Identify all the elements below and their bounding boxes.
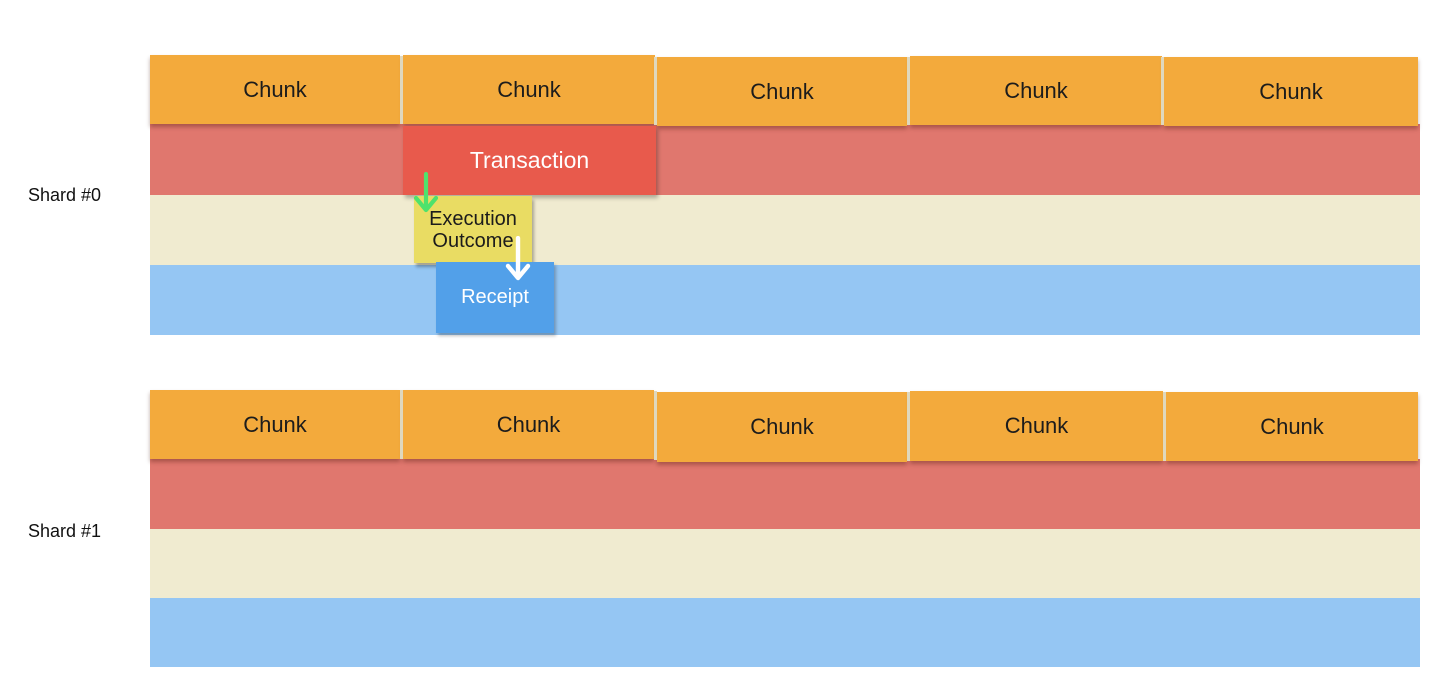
transaction-box: Transaction: [403, 126, 656, 195]
shard-0-receipt-band: [150, 265, 1420, 335]
chunk-divider: [1163, 392, 1166, 461]
shard-1-receipt-band: [150, 598, 1420, 667]
execution-outcome-line1: Execution: [429, 207, 517, 230]
arrow-down-green-icon: [413, 172, 439, 213]
shard-1-chunk-3: Chunk: [657, 392, 907, 462]
shard-0-chunk-1: Chunk: [150, 55, 400, 124]
chunk-divider: [907, 57, 910, 125]
shard-1-chunk-1: Chunk: [150, 390, 400, 459]
shard-1-chunk-2: Chunk: [403, 390, 654, 459]
chunk-divider: [1161, 57, 1164, 125]
shard-1-outcome-band: [150, 529, 1420, 598]
execution-outcome-box: Execution Outcome: [414, 196, 532, 263]
arrow-down-white-icon: [505, 236, 531, 281]
chunk-divider: [400, 390, 403, 459]
chunk-label: Chunk: [1260, 413, 1324, 439]
receipt-box: Receipt: [436, 262, 554, 333]
chunk-label: Chunk: [1004, 413, 1069, 438]
shard-0-chunk-3: Chunk: [657, 57, 907, 126]
shard-1-chunk-5: Chunk: [1166, 392, 1418, 461]
execution-outcome-line2: Outcome: [432, 229, 514, 252]
shard-0-transaction-band: [150, 124, 1420, 195]
chunk-divider: [400, 56, 403, 124]
chunk-label: Chunk: [1259, 78, 1323, 104]
receipt-label: Receipt: [461, 286, 529, 308]
shard-1-chunk-4: Chunk: [910, 391, 1163, 461]
transaction-label: Transaction: [469, 147, 590, 173]
chunk-label: Chunk: [1004, 77, 1068, 103]
chunk-label: Chunk: [750, 78, 814, 104]
shard-0-outcome-band: [150, 195, 1420, 265]
chunk-divider: [907, 392, 910, 461]
shard-0-chunk-2: Chunk: [403, 55, 655, 124]
chunk-label: Chunk: [497, 76, 561, 102]
shard-0-chunk-4: Chunk: [910, 56, 1162, 125]
chunk-label: Chunk: [496, 411, 561, 437]
shard-0-label: Shard #0: [28, 185, 102, 205]
chunk-label: Chunk: [243, 411, 307, 437]
chunk-divider: [654, 391, 657, 460]
shard-1-label: Shard #1: [28, 521, 102, 541]
chunk-divider: [654, 57, 657, 125]
shard-1-transaction-band: [150, 459, 1420, 529]
chunk-label: Chunk: [750, 414, 814, 439]
shard-0-chunk-5: Chunk: [1164, 57, 1418, 126]
chunk-label: Chunk: [243, 76, 307, 102]
